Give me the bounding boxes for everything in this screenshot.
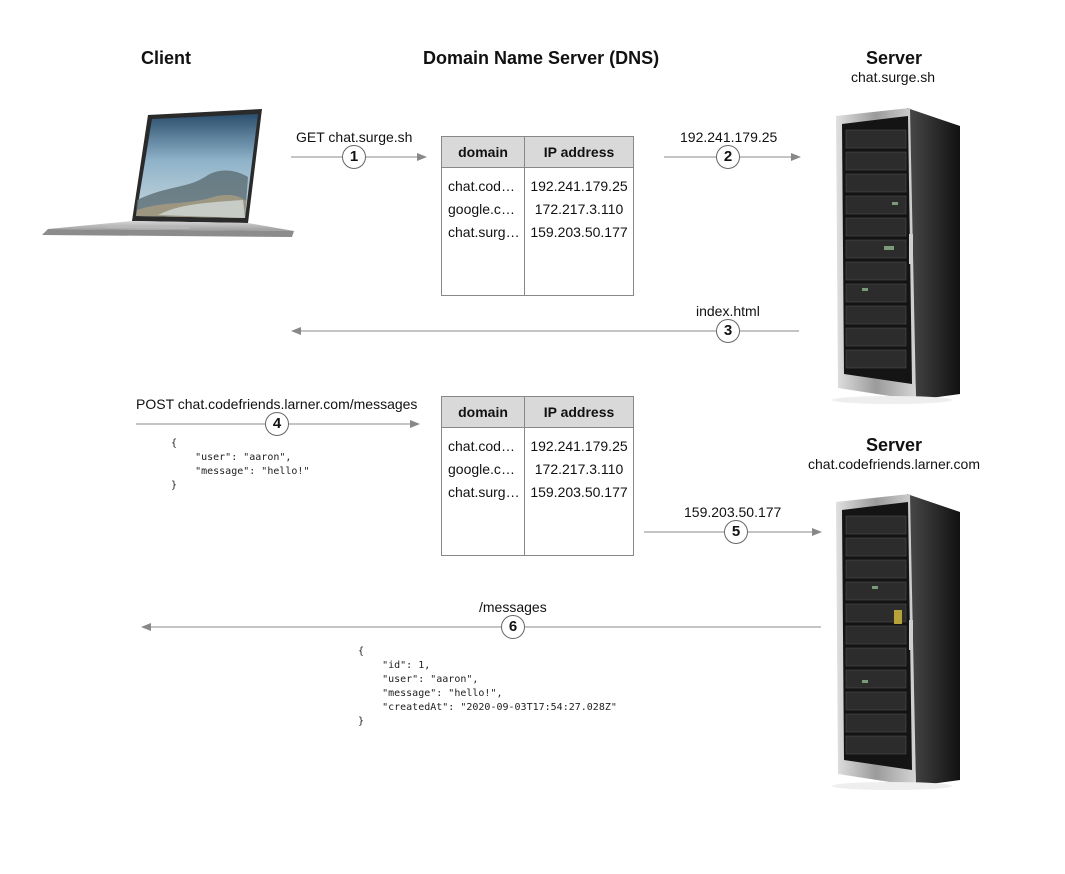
server1-host: chat.surge.sh xyxy=(851,69,936,85)
table-row: chat.surge.sh 159.203.50.177 xyxy=(441,220,634,243)
dns-domain-cell: google.com xyxy=(441,457,525,480)
step-5-badge: 5 xyxy=(724,520,748,544)
step-6-label: /messages xyxy=(479,599,547,615)
dns-domain-cell: chat.codefriends.larner.com xyxy=(441,167,525,197)
table-row: chat.codefriends.larner.com 192.241.179.… xyxy=(441,167,634,197)
step-2-badge: 2 xyxy=(716,145,740,169)
dns-ip-cell: 172.217.3.110 xyxy=(534,200,624,217)
server2-host: chat.codefriends.larner.com xyxy=(808,456,980,472)
step-2-label: 192.241.179.25 xyxy=(680,129,778,145)
laptop-icon xyxy=(42,109,294,237)
dns-table: domain IP address chat.codefriends.larne… xyxy=(441,396,634,556)
server2-heading: Server xyxy=(866,435,923,455)
step-4-badge: 4 xyxy=(265,412,289,436)
dns-domain-cell: chat.codefriends.larner.com xyxy=(441,427,525,457)
dns-domain-cell: chat.surge.sh xyxy=(441,480,525,503)
post-body-code: { "user": "aaron", "message": "hello!" } xyxy=(171,438,310,491)
response-body-code: { "id": 1, "user": "aaron", "message": "… xyxy=(358,646,617,727)
server-rack-icon xyxy=(832,494,960,790)
dns-header-ip: IP address xyxy=(524,136,634,168)
step-5-label: 159.203.50.177 xyxy=(684,504,782,520)
dns-header-ip: IP address xyxy=(524,396,634,428)
step-3-badge: 3 xyxy=(716,319,740,343)
dns-header-domain: domain xyxy=(441,136,525,168)
server-rack-icon xyxy=(832,108,960,404)
table-row: chat.surge.sh 159.203.50.177 xyxy=(441,480,634,503)
dns-ip-cell: 159.203.50.177 xyxy=(530,223,628,240)
step-4-label: POST chat.codefriends.larner.com/message… xyxy=(136,396,418,412)
table-row: google.com 172.217.3.110 xyxy=(441,197,634,220)
step-6-badge: 6 xyxy=(501,615,525,639)
table-row: google.com 172.217.3.110 xyxy=(441,457,634,480)
dns-table: domain IP address chat.codefriends.larne… xyxy=(441,136,634,296)
dns-ip-cell: 159.203.50.177 xyxy=(530,483,628,500)
dns-ip-cell: 172.217.3.110 xyxy=(534,460,624,477)
client-heading: Client xyxy=(141,48,192,68)
dns-header-domain: domain xyxy=(441,396,525,428)
step-1-badge: 1 xyxy=(342,145,366,169)
step-3-label: index.html xyxy=(696,303,760,319)
table-row: chat.codefriends.larner.com 192.241.179.… xyxy=(441,427,634,457)
dns-domain-cell: google.com xyxy=(441,197,525,220)
dns-ip-cell: 192.241.179.25 xyxy=(530,437,628,454)
dns-domain-cell: chat.surge.sh xyxy=(441,220,525,243)
dns-heading: Domain Name Server (DNS) xyxy=(423,48,660,68)
step-1-label: GET chat.surge.sh xyxy=(296,129,413,145)
server1-heading: Server xyxy=(866,48,923,68)
dns-ip-cell: 192.241.179.25 xyxy=(530,177,628,194)
